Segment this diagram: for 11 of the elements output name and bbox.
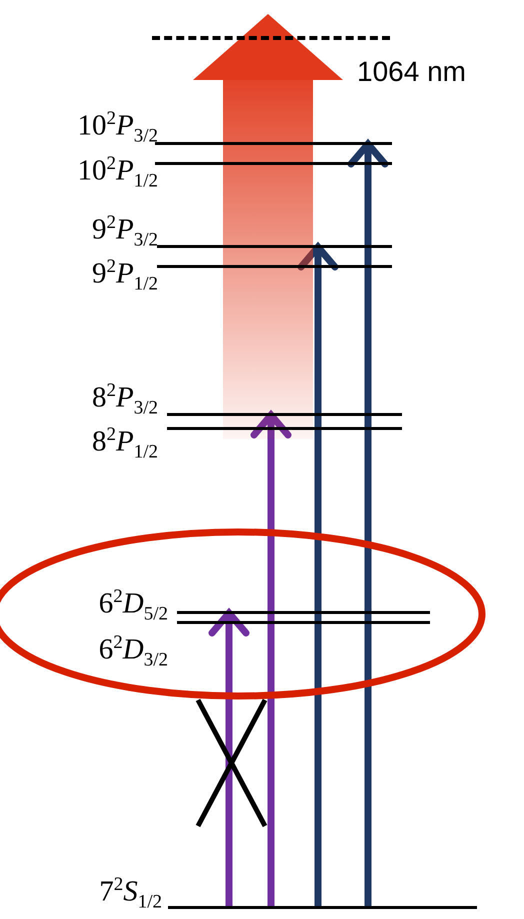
- level-label: 9$^{2}$P$_{1/2}$: [92, 255, 158, 296]
- level-label: 10$^{2}$P$_{1/2}$: [78, 152, 158, 194]
- dashed-level-line: [152, 36, 390, 40]
- edge-label: 1064 nm: [357, 56, 466, 88]
- level-label: 6$^{2}$D$_{3/2}$: [98, 631, 168, 672]
- level-label: 9$^{2}$P$_{3/2}$: [92, 211, 158, 252]
- level-label: 8$^{2}$P$_{1/2}$: [92, 423, 158, 464]
- level-label: 8$^{2}$P$_{3/2}$: [92, 379, 158, 420]
- level-label: 7$^{2}$S$_{1/2}$: [99, 873, 162, 914]
- level-label: 10$^{2}$P$_{3/2}$: [78, 107, 158, 148]
- level-label: 6$^{2}$D$_{5/2}$: [98, 585, 168, 626]
